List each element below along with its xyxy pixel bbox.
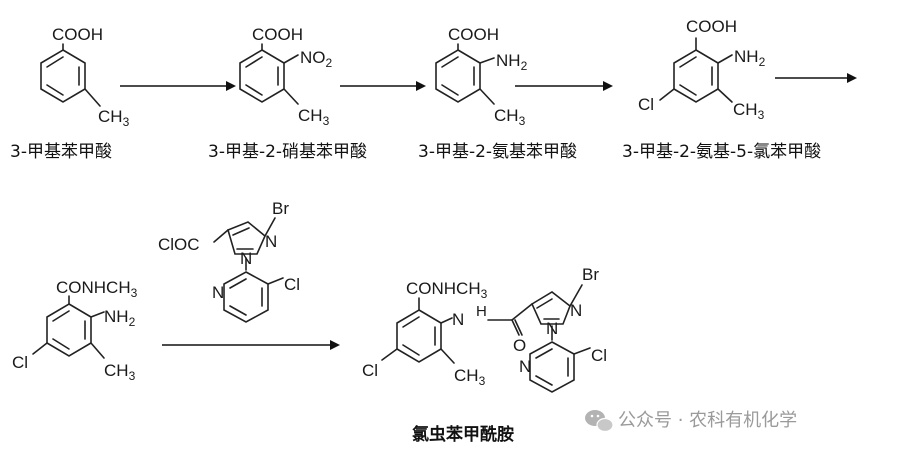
product-name: 氯虫苯甲酰胺 [412, 424, 514, 445]
conhch3-label: CONHCH3 [406, 279, 488, 301]
cl-label: Cl [284, 275, 300, 294]
benzene-ring [396, 309, 442, 363]
benzene-ring [40, 49, 86, 103]
cooh-label: COOH [686, 17, 737, 36]
cloc-label: ClOC [158, 235, 200, 254]
watermark-text: 公众号 · 农科有机化学 [618, 410, 797, 431]
product: CONHCH3 N H O Br N N N Cl Cl CH3 氯虫苯甲酰胺 [362, 265, 607, 445]
cl-label: Cl [12, 353, 28, 372]
amide-h-label: H [476, 303, 487, 320]
compound-4-name: 3-甲基-2-氨基-5-氯苯甲酸 [622, 142, 821, 162]
pyridine-n-label: N [519, 357, 531, 376]
ch3-label: CH3 [454, 366, 486, 388]
cooh-label: COOH [252, 25, 303, 44]
nh2-label: NH2 [496, 51, 528, 73]
nh2-label: NH2 [104, 307, 136, 329]
arrow-head-5 [330, 340, 340, 350]
wechat-icon [585, 410, 614, 433]
br-label: Br [582, 265, 599, 284]
benzene-ring [435, 49, 481, 103]
ch3-label: CH3 [298, 106, 330, 128]
benzene-ring [46, 303, 92, 357]
pyrazole-ring [530, 291, 571, 325]
compound-1-name: 3-甲基苯甲酸 [10, 142, 112, 162]
benzene-ring [673, 49, 719, 103]
reagent-acyl-chloride: ClOC Br N N N Cl [158, 199, 300, 323]
ch3-label: CH3 [98, 107, 130, 129]
ch3-label: CH3 [104, 361, 136, 383]
compound-4: COOH NH2 CH3 Cl 3-甲基-2-氨基-5-氯苯甲酸 [622, 17, 821, 162]
cooh-label: COOH [448, 25, 499, 44]
br-label: Br [272, 199, 289, 218]
conhch3-label: CONHCH3 [56, 278, 138, 300]
arrow-head-2 [416, 81, 426, 91]
pyrazole-n1-label: N [240, 249, 252, 268]
arrow-head-3 [603, 81, 613, 91]
pyridine-ring [223, 271, 269, 323]
pyridine-n-label: N [212, 283, 224, 302]
pyrazole-n1-label: N [546, 319, 558, 338]
cooh-label: COOH [52, 25, 103, 44]
cl-label: Cl [638, 95, 654, 114]
ch3-label: CH3 [494, 106, 526, 128]
pyrazole-n2-label: N [265, 232, 277, 251]
pyridine-cl-label: Cl [591, 346, 607, 365]
ch3-label: CH3 [733, 100, 765, 122]
compound-3: COOH NH2 CH3 3-甲基-2-氨基苯甲酸 [418, 25, 577, 162]
compound-5: CONHCH3 NH2 CH3 Cl [12, 278, 138, 383]
amide-n-label: N [452, 310, 464, 329]
arrow-head-1 [226, 81, 236, 91]
benzene-ring [239, 49, 285, 103]
watermark: 公众号 · 农科有机化学 [585, 410, 797, 433]
carbonyl-o-label: O [513, 336, 526, 355]
compound-2-name: 3-甲基-2-硝基苯甲酸 [208, 142, 367, 162]
compound-3-name: 3-甲基-2-氨基苯甲酸 [418, 142, 577, 162]
pyrazole-n2-label: N [570, 301, 582, 320]
pyrazole-ring [227, 221, 266, 255]
pyridine-ring [529, 341, 575, 393]
compound-1: COOH CH3 3-甲基苯甲酸 [10, 25, 130, 162]
arrow-head-4 [847, 73, 857, 83]
cl-label: Cl [362, 361, 378, 380]
nh2-label: NH2 [734, 47, 766, 69]
no2-label: NO2 [300, 48, 333, 70]
compound-2: COOH NO2 CH3 3-甲基-2-硝基苯甲酸 [208, 25, 367, 162]
